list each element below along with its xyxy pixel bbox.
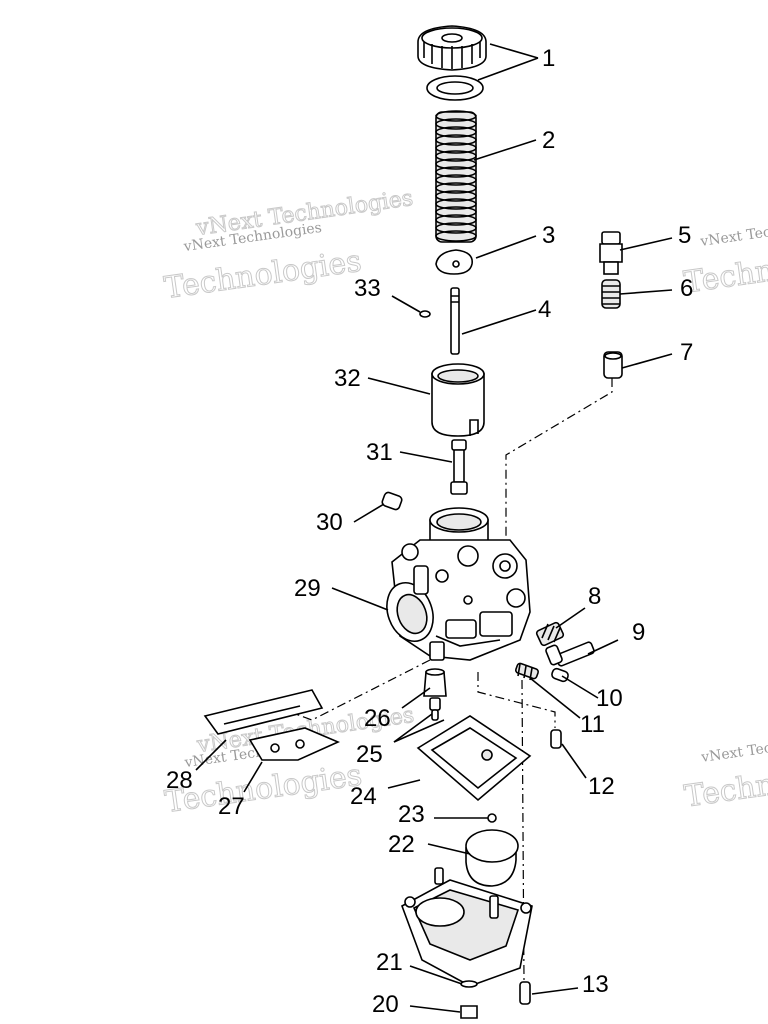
- callout-3: 3: [542, 222, 555, 249]
- pilot-plug: [381, 491, 403, 511]
- callout-29: 29: [294, 575, 321, 602]
- watermark-small: vNext Technologies: [699, 731, 768, 766]
- main-jet-assembly: [423, 668, 447, 721]
- spring-coil: [435, 206, 477, 218]
- spring-seat: [435, 249, 473, 275]
- spring-coil: [435, 190, 477, 202]
- cap-assembly: [417, 25, 487, 101]
- watermark-small: vNext Technologies: [698, 215, 768, 250]
- drain-screw: [550, 729, 562, 749]
- callout-31: 31: [366, 439, 393, 466]
- callout-12: 12: [588, 773, 615, 800]
- callout-11: 11: [580, 711, 605, 738]
- spring-coil: [435, 166, 477, 178]
- callout-26: 26: [364, 705, 391, 732]
- callout-1: 1: [542, 45, 555, 72]
- callout-21: 21: [376, 949, 403, 976]
- callout-23: 23: [398, 801, 425, 828]
- jet-needle: [450, 287, 460, 355]
- spring-coil: [435, 158, 477, 170]
- callout-2: 2: [542, 127, 555, 154]
- spring-coil: [435, 198, 477, 210]
- spring-coil: [435, 126, 477, 138]
- spring-coil: [435, 182, 477, 194]
- assembly-line-drain: [477, 672, 556, 728]
- callout-labels: 1 2 3 4 5 6 7 8 9 10 11 12 13 20 21 22 2…: [166, 45, 693, 1018]
- spring-coil: [435, 134, 477, 146]
- callout-25: 25: [356, 741, 383, 768]
- callout-28: 28: [166, 767, 193, 794]
- callout-6: 6: [680, 275, 693, 302]
- watermark-top-left: vNext Technologies vNext Technologies Te…: [162, 185, 416, 306]
- throttle-stop-screw: [535, 621, 595, 667]
- needle-clip: [419, 310, 431, 318]
- float-arm-assembly: [203, 689, 340, 761]
- spring-coil: [435, 118, 477, 130]
- callout-7: 7: [680, 339, 693, 366]
- callout-24: 24: [350, 783, 377, 810]
- callout-5: 5: [678, 222, 691, 249]
- float-bowl: [401, 867, 533, 987]
- callout-20: 20: [372, 991, 399, 1018]
- throttle-spring: [435, 110, 477, 243]
- spring-coil: [435, 110, 477, 122]
- callout-22: 22: [388, 831, 415, 858]
- bowl-gasket: [416, 715, 532, 802]
- callout-8: 8: [588, 583, 601, 610]
- bowl-screw: [519, 981, 531, 1005]
- spring-coil: [435, 174, 477, 186]
- needle-jet: [450, 439, 468, 495]
- assembly-line-idle-screw: [505, 378, 613, 565]
- throttle-slide: [431, 363, 485, 437]
- spring-coil: [435, 142, 477, 154]
- callout-4: 4: [538, 296, 551, 323]
- spring-coil: [435, 214, 477, 226]
- carburetor-body: [386, 507, 531, 661]
- callout-27: 27: [218, 793, 245, 820]
- leader-lines: [195, 43, 673, 1013]
- callout-30: 30: [316, 509, 343, 536]
- spring-coil: [435, 222, 477, 234]
- spring-coil: [435, 150, 477, 162]
- float: [465, 829, 519, 887]
- spring-coil: [435, 230, 477, 242]
- callout-9: 9: [632, 619, 645, 646]
- callout-13: 13: [582, 971, 609, 998]
- bowl-drain-plug: [460, 980, 478, 1019]
- float-needle: [487, 813, 497, 823]
- watermark-line2: Technologies: [682, 238, 768, 300]
- callout-10: 10: [596, 685, 623, 712]
- watermark-bottom-right: vNext Technologies Technologies: [682, 731, 768, 815]
- pilot-screw-assembly: [599, 231, 623, 379]
- callout-33: 33: [354, 275, 381, 302]
- callout-32: 32: [334, 365, 361, 392]
